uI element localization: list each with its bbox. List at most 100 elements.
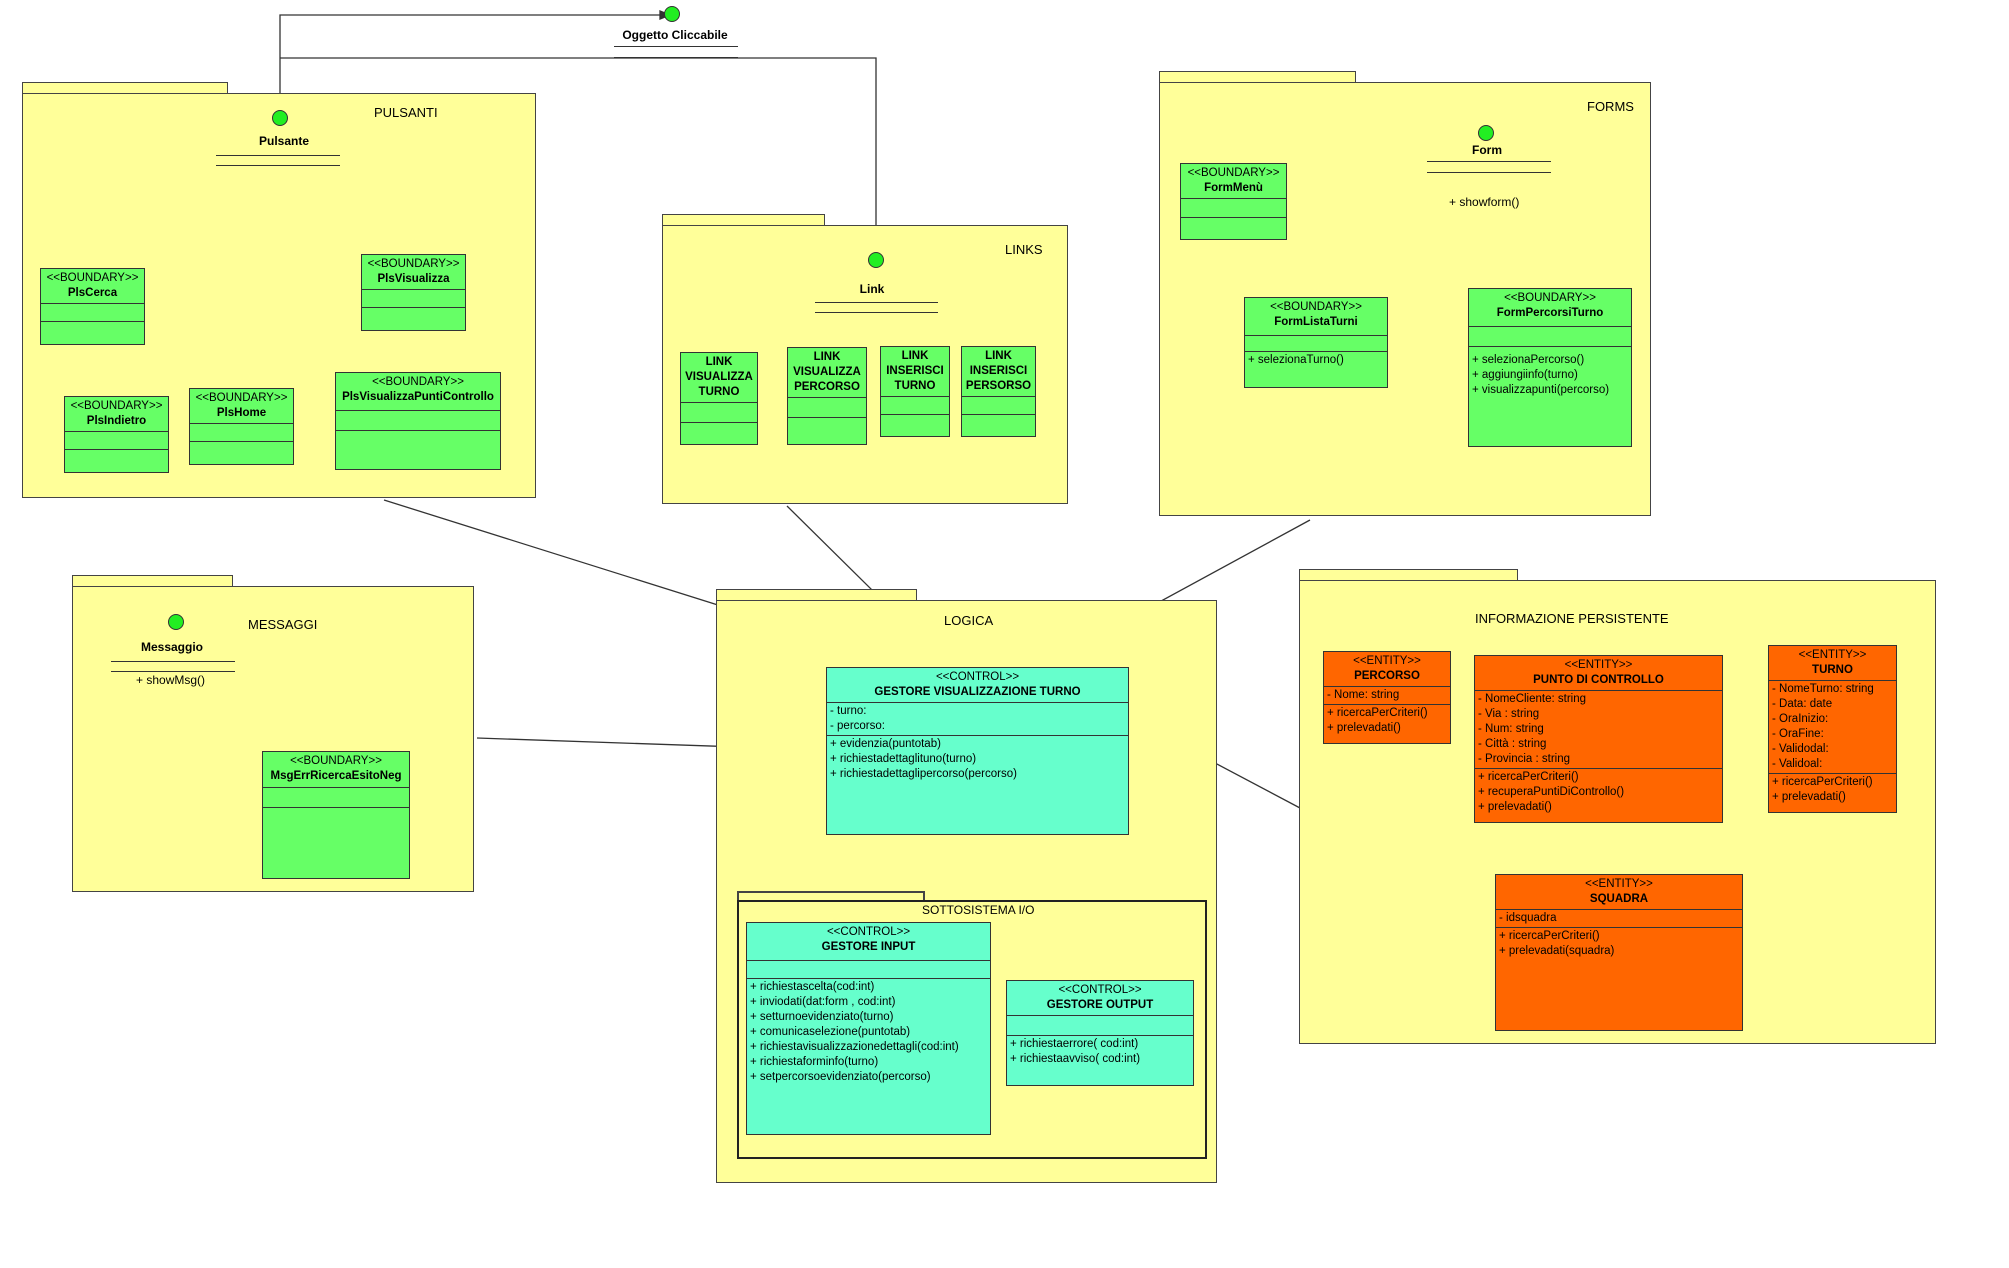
class-name-line: TURNO <box>698 386 740 398</box>
stereotype: <<BOUNDARY>> <box>1187 167 1280 179</box>
class-name-line: LINK <box>705 356 733 368</box>
interface-rule <box>216 155 340 156</box>
class-name: SQUADRA <box>1589 893 1649 905</box>
msgerrricercaesitoneg-class[interactable]: <<BOUNDARY>> MsgErrRicercaEsitoNeg <box>262 751 410 879</box>
interface-rule <box>815 302 938 303</box>
attribute: - Data: date <box>1772 698 1833 710</box>
class-name-line: TURNO <box>894 380 936 392</box>
form-interface-icon[interactable] <box>1478 125 1494 141</box>
attribute: - turno: <box>830 705 867 717</box>
attribute: - NomeTurno: string <box>1772 683 1874 695</box>
class-name: TURNO <box>1812 664 1853 676</box>
class-name: PlsVisualizzaPuntiControllo <box>342 391 494 403</box>
interface-rule <box>815 312 938 313</box>
operation: + aggiungiinfo(turno) <box>1472 369 1578 381</box>
link-to-oggetto-connector <box>280 57 877 255</box>
pulsante-interface-label: Pulsante <box>258 134 310 148</box>
punto-di-controllo-class[interactable]: <<ENTITY>>PUNTO DI CONTROLLO - NomeClien… <box>1474 655 1723 823</box>
link-inserisci-turno-class[interactable]: LINK INSERISCI TURNO <box>880 346 950 437</box>
operation: + setpercorsoevidenziato(percorso) <box>750 1071 931 1083</box>
plsvisualizza-class[interactable]: <<BOUNDARY>>PlsVisualizza <box>361 254 466 331</box>
turno-class[interactable]: <<ENTITY>>TURNO - NomeTurno: string - Da… <box>1768 645 1897 813</box>
class-name-line: PERCORSO <box>794 381 860 393</box>
class-name: FormMenù <box>1204 182 1263 194</box>
package-title: SOTTOSISTEMA I/O <box>922 903 1035 917</box>
package-title: MESSAGGI <box>248 617 318 632</box>
stereotype: <<BOUNDARY>> <box>1504 292 1596 304</box>
package-title: LINKS <box>1005 242 1043 257</box>
class-name-line: PERSORSO <box>965 380 1032 392</box>
messaggio-operation: + showMsg() <box>136 673 206 687</box>
attribute: - Via : string <box>1478 708 1540 720</box>
class-name-line: LINK <box>813 351 841 363</box>
operation: + inviodati(dat:form , cod:int) <box>750 996 896 1008</box>
attribute: - NomeCliente: string <box>1478 693 1587 705</box>
class-name: GESTORE OUTPUT <box>1046 999 1154 1011</box>
link-interface-icon[interactable] <box>868 252 884 268</box>
oggetto-rule-1 <box>614 46 738 47</box>
forms-package-tab <box>1159 71 1356 82</box>
interface-rule <box>111 661 235 662</box>
operation: + richiestaerrore( cod:int) <box>1010 1038 1139 1050</box>
squadra-class[interactable]: <<ENTITY>>SQUADRA - idsquadra + ricercaP… <box>1495 874 1743 1031</box>
attribute: - Provincia : string <box>1478 753 1571 765</box>
stereotype: <<ENTITY>> <box>1353 655 1421 667</box>
logica-package-tab <box>716 589 917 600</box>
pulsante-to-oggetto-connector <box>279 14 660 117</box>
operation: + prelevadati(squadra) <box>1499 945 1615 957</box>
class-name-line: LINK <box>985 350 1012 362</box>
attribute: - Città : string <box>1478 738 1547 750</box>
class-name: PlsVisualizza <box>377 273 450 285</box>
class-name: PERCORSO <box>1354 670 1420 682</box>
class-name: PlsIndietro <box>86 415 147 427</box>
messaggio-interface-icon[interactable] <box>168 614 184 630</box>
operation: + prelevadati() <box>1327 722 1401 734</box>
attribute: - Num: string <box>1478 723 1544 735</box>
formlistaturni-class[interactable]: <<BOUNDARY>>FormListaTurni + selezionaTu… <box>1244 297 1388 388</box>
operation: + richiestascelta(cod:int) <box>750 981 875 993</box>
oggetto-cliccabile-interface-icon[interactable] <box>664 6 680 22</box>
class-name: FormListaTurni <box>1274 316 1358 328</box>
plsvisualizzapunticontrollo-class[interactable]: <<BOUNDARY>>PlsVisualizzaPuntiControllo <box>335 372 501 470</box>
class-name-line: VISUALIZZA <box>685 371 753 383</box>
class-name-line: LINK <box>901 350 929 362</box>
stereotype: <<CONTROL>> <box>826 926 911 938</box>
interface-rule <box>1427 172 1551 173</box>
operation: + ricercaPerCriteri() <box>1327 707 1428 719</box>
class-name-line: INSERISCI <box>886 365 944 377</box>
link-interface-label: Link <box>859 282 885 296</box>
attribute: - Nome: string <box>1327 689 1400 701</box>
messaggi-package-tab <box>72 575 233 586</box>
links-package-tab <box>662 214 825 225</box>
class-name: PlsHome <box>216 407 267 419</box>
link-visualizza-turno-class[interactable]: LINK VISUALIZZA TURNO <box>680 352 758 445</box>
operation: + richiestadettaglipercorso(percorso) <box>830 768 1017 780</box>
gestore-visualizzazione-turno-class[interactable]: <<CONTROL>> GESTORE VISUALIZZAZIONE TURNO… <box>826 667 1129 835</box>
oggetto-rule-2 <box>614 57 738 58</box>
pulsante-interface-icon[interactable] <box>272 110 288 126</box>
interface-rule <box>1427 161 1551 162</box>
interface-rule <box>216 165 340 166</box>
stereotype: <<BOUNDARY>> <box>290 755 382 767</box>
class-name: FormPercorsiTurno <box>1496 307 1604 319</box>
attribute: - OraFine: <box>1772 728 1824 740</box>
plsindietro-class[interactable]: <<BOUNDARY>>PlsIndietro <box>64 396 169 473</box>
formmenu-class[interactable]: <<BOUNDARY>> FormMenù <box>1180 163 1287 240</box>
operation: + richiestavisualizzazionedettagli(cod:i… <box>750 1041 959 1053</box>
stereotype: <<CONTROL>> <box>935 671 1020 683</box>
plscerca-class[interactable]: <<BOUNDARY>>PlsCerca <box>40 268 145 345</box>
operation: + richiestaforminfo(turno) <box>750 1056 879 1068</box>
form-operation: + showform() <box>1449 195 1520 209</box>
gestore-input-class[interactable]: <<CONTROL>> GESTORE INPUT + richiestascel… <box>746 922 991 1135</box>
percorso-class[interactable]: <<ENTITY>> PERCORSO - Nome: string + rice… <box>1323 651 1451 744</box>
plshome-class[interactable]: <<BOUNDARY>>PlsHome <box>189 388 294 465</box>
operation: + richiestadettaglituno(turno) <box>830 753 977 765</box>
class-name: GESTORE VISUALIZZAZIONE TURNO <box>874 686 1081 698</box>
class-name: MsgErrRicercaEsitoNeg <box>270 770 402 782</box>
gestore-output-class[interactable]: <<CONTROL>>GESTORE OUTPUT + richiestaerr… <box>1006 980 1194 1086</box>
class-name: GESTORE INPUT <box>821 941 916 953</box>
sottosistema-io-package-tab <box>737 891 925 901</box>
formpercorsiturno-class[interactable]: <<BOUNDARY>>FormPercorsiTurno + selezion… <box>1468 288 1632 447</box>
